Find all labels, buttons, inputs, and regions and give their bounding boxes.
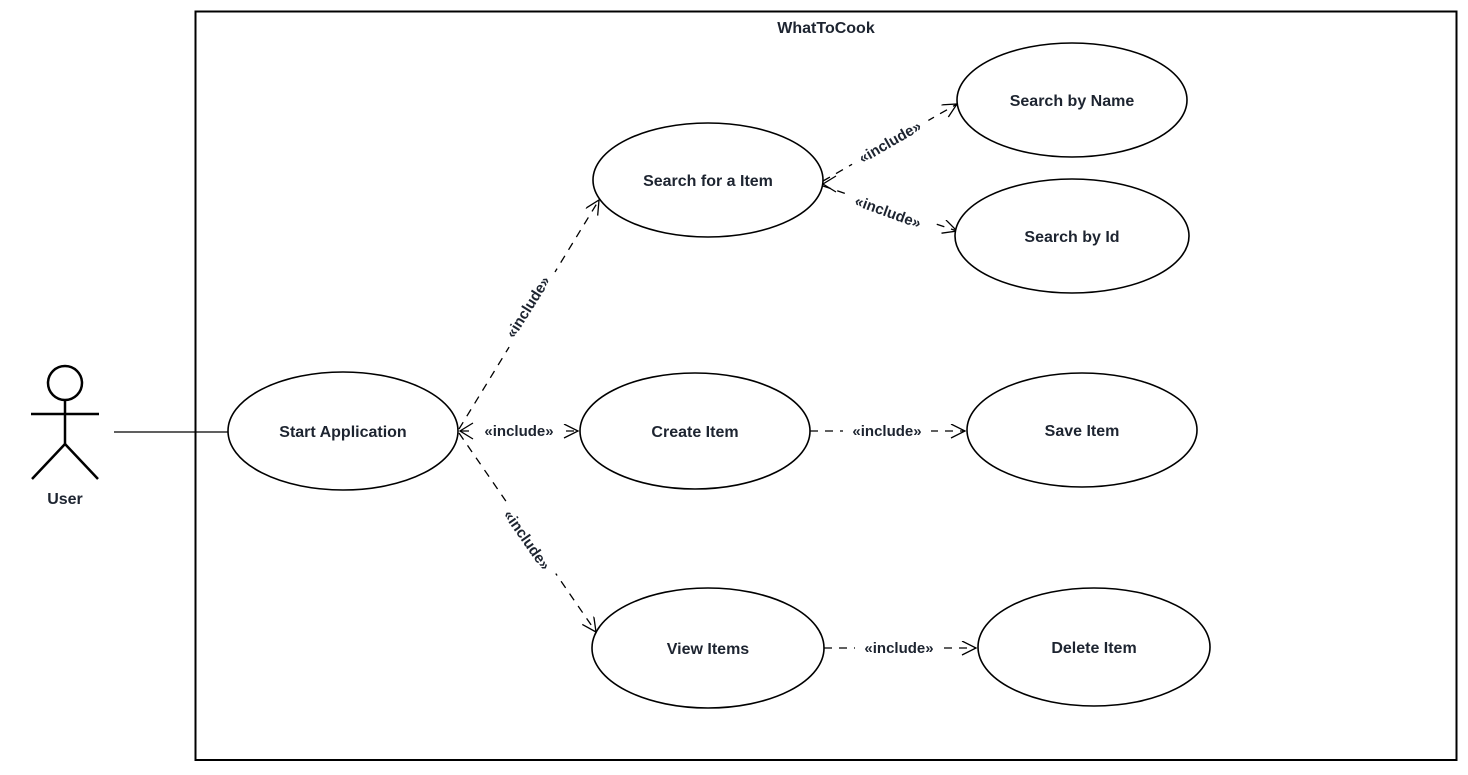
actor-label: User	[47, 491, 83, 508]
use-case-ellipse	[956, 42, 1188, 158]
use-case-label: View Items	[667, 641, 750, 658]
use-case-label: Create Item	[651, 424, 738, 441]
actor-leg-right	[64, 443, 99, 480]
include-label: «include»	[484, 423, 553, 440]
use-case-create-item: Create Item	[579, 372, 811, 490]
include-label: «include»	[852, 193, 923, 233]
include-start-application-create-item: «include»	[461, 420, 578, 441]
use-case-start-application: Start Application	[227, 371, 459, 491]
include-label-bg	[846, 110, 934, 173]
use-case-ellipse	[954, 178, 1190, 294]
include-search-for-a-item-search-by-name: «include»	[822, 104, 957, 182]
actor-leg-left	[31, 443, 66, 480]
include-label: «include»	[500, 507, 554, 573]
include-view-items-delete-item: «include»	[824, 637, 976, 658]
include-create-item-save-item: «include»	[810, 420, 965, 441]
use-case-ellipse	[592, 122, 824, 238]
use-case-label: Delete Item	[1051, 640, 1136, 657]
use-case-ellipse	[966, 372, 1198, 488]
arrowhead-into-start-application	[458, 422, 474, 440]
include-label: «include»	[856, 118, 924, 167]
actor-head	[46, 364, 84, 402]
use-case-ellipse	[591, 587, 825, 709]
include-label-bg	[855, 637, 943, 658]
system-boundary	[194, 10, 1458, 761]
use-case-label: Search for a Item	[643, 173, 773, 190]
use-case-save-item: Save Item	[966, 372, 1198, 488]
include-search-for-a-item-search-by-id: «include»	[822, 185, 957, 237]
system-title: WhatToCook	[777, 20, 875, 37]
include-label: «include»	[852, 423, 921, 440]
use-case-ellipse	[227, 371, 459, 491]
include-label: «include»	[503, 273, 554, 341]
arrowhead-into-search-for-a-item	[821, 175, 837, 193]
use-case-label: Search by Name	[1010, 93, 1135, 110]
include-label-bg	[843, 186, 934, 237]
use-case-search-for-a-item: Search for a Item	[592, 122, 824, 238]
use-case-ellipse	[977, 587, 1211, 707]
include-label: «include»	[864, 640, 933, 657]
include-label-bg	[493, 497, 562, 582]
use-case-ellipse	[579, 372, 811, 490]
use-case-delete-item: Delete Item	[977, 587, 1211, 707]
actor-user: User	[31, 364, 99, 508]
use-case-label: Search by Id	[1024, 229, 1119, 246]
use-case-search-by-name: Search by Name	[956, 42, 1188, 158]
use-case-view-items: View Items	[591, 587, 825, 709]
include-start-application-view-items: «include»	[458, 432, 596, 632]
include-label-bg	[843, 420, 931, 441]
include-start-application-search-for-a-item: «include»	[458, 200, 599, 430]
include-label-bg	[475, 420, 563, 441]
use-case-label: Start Application	[279, 424, 406, 441]
use-case-search-by-id: Search by Id	[954, 178, 1190, 294]
include-label-bg	[495, 263, 560, 350]
use-case-label: Save Item	[1045, 423, 1120, 440]
